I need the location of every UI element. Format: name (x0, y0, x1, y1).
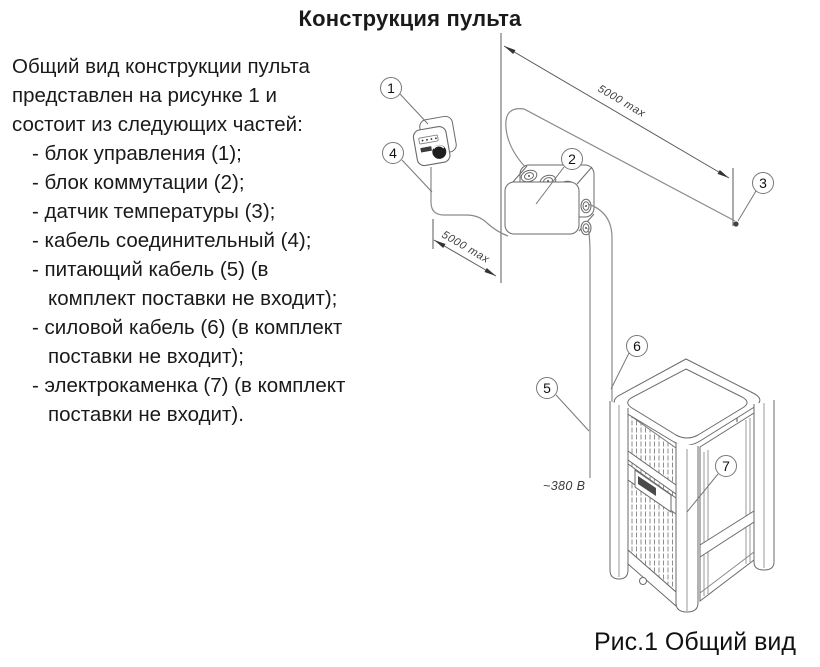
callout-2-leader (535, 166, 565, 205)
intro-line-item-5-cont: комплект поставки не входит); (48, 287, 338, 310)
temperature-sensor (733, 221, 739, 227)
svg-text:3: 3 (759, 175, 767, 191)
control-unit-slot (420, 146, 432, 153)
intro-line-item-1: - блок управления (1); (32, 142, 242, 165)
intro-line-item-7: - электрокаменка (7) (в комплект (32, 374, 346, 397)
heater-drawing (609, 358, 775, 613)
svg-text:2: 2 (568, 151, 576, 167)
control-unit-display (418, 134, 439, 145)
callouts: 1 2 3 4 5 6 7 (380, 77, 774, 513)
intro-paragraph: Общий вид конструкции пульта представлен… (12, 52, 402, 429)
intro-line-item-4: - кабель соединительный (4); (32, 229, 312, 252)
sensor-cable (505, 108, 736, 222)
junction-box-drawing (504, 164, 595, 236)
callout-4-leader (401, 159, 433, 193)
intro-line: состоит из следующих частей: (12, 113, 303, 136)
callout-6: 6 (626, 335, 648, 357)
voltage-label: ~380 В (543, 479, 585, 493)
svg-text:5: 5 (543, 380, 551, 396)
svg-text:1: 1 (387, 80, 395, 96)
intro-line-item-6-cont: поставки не входит); (48, 345, 244, 368)
intro-line: представлен на рисунке 1 и (12, 84, 277, 107)
power-cable (587, 227, 591, 478)
intro-line-item-5: - питающий кабель (5) (в (32, 258, 269, 281)
callout-5: 5 (536, 377, 558, 399)
callout-7-leader (686, 473, 719, 513)
control-unit-drawing (412, 115, 457, 167)
control-unit-knob (432, 144, 447, 159)
connecting-cable (430, 167, 509, 237)
svg-text:4: 4 (389, 145, 397, 161)
page-title: Конструкция пульта (298, 6, 522, 31)
dimension-side: 5000 max (432, 219, 497, 277)
callout-1-leader (399, 93, 429, 125)
callout-2: 2 (561, 148, 583, 170)
callout-6-leader (610, 352, 630, 390)
callout-5-leader (555, 394, 590, 432)
brand-logo (638, 476, 656, 496)
intro-line-item-6: - силовой кабель (6) (в комплект (32, 316, 343, 339)
svg-text:7: 7 (722, 458, 730, 474)
callout-7: 7 (715, 455, 737, 477)
intro-line-item-3: - датчик температуры (3); (32, 200, 276, 223)
figure-caption: Рис.1 Общий вид (594, 628, 796, 656)
callout-4: 4 (382, 142, 404, 164)
intro-line: Общий вид конструкции пульта (12, 55, 310, 78)
intro-line-item-2: - блок коммутации (2); (32, 171, 245, 194)
callout-3: 3 (752, 172, 774, 194)
callout-3-leader (737, 190, 757, 222)
intro-line-item-7-cont: поставки не входит). (48, 403, 244, 426)
callout-1: 1 (380, 77, 402, 99)
svg-text:6: 6 (633, 338, 641, 354)
